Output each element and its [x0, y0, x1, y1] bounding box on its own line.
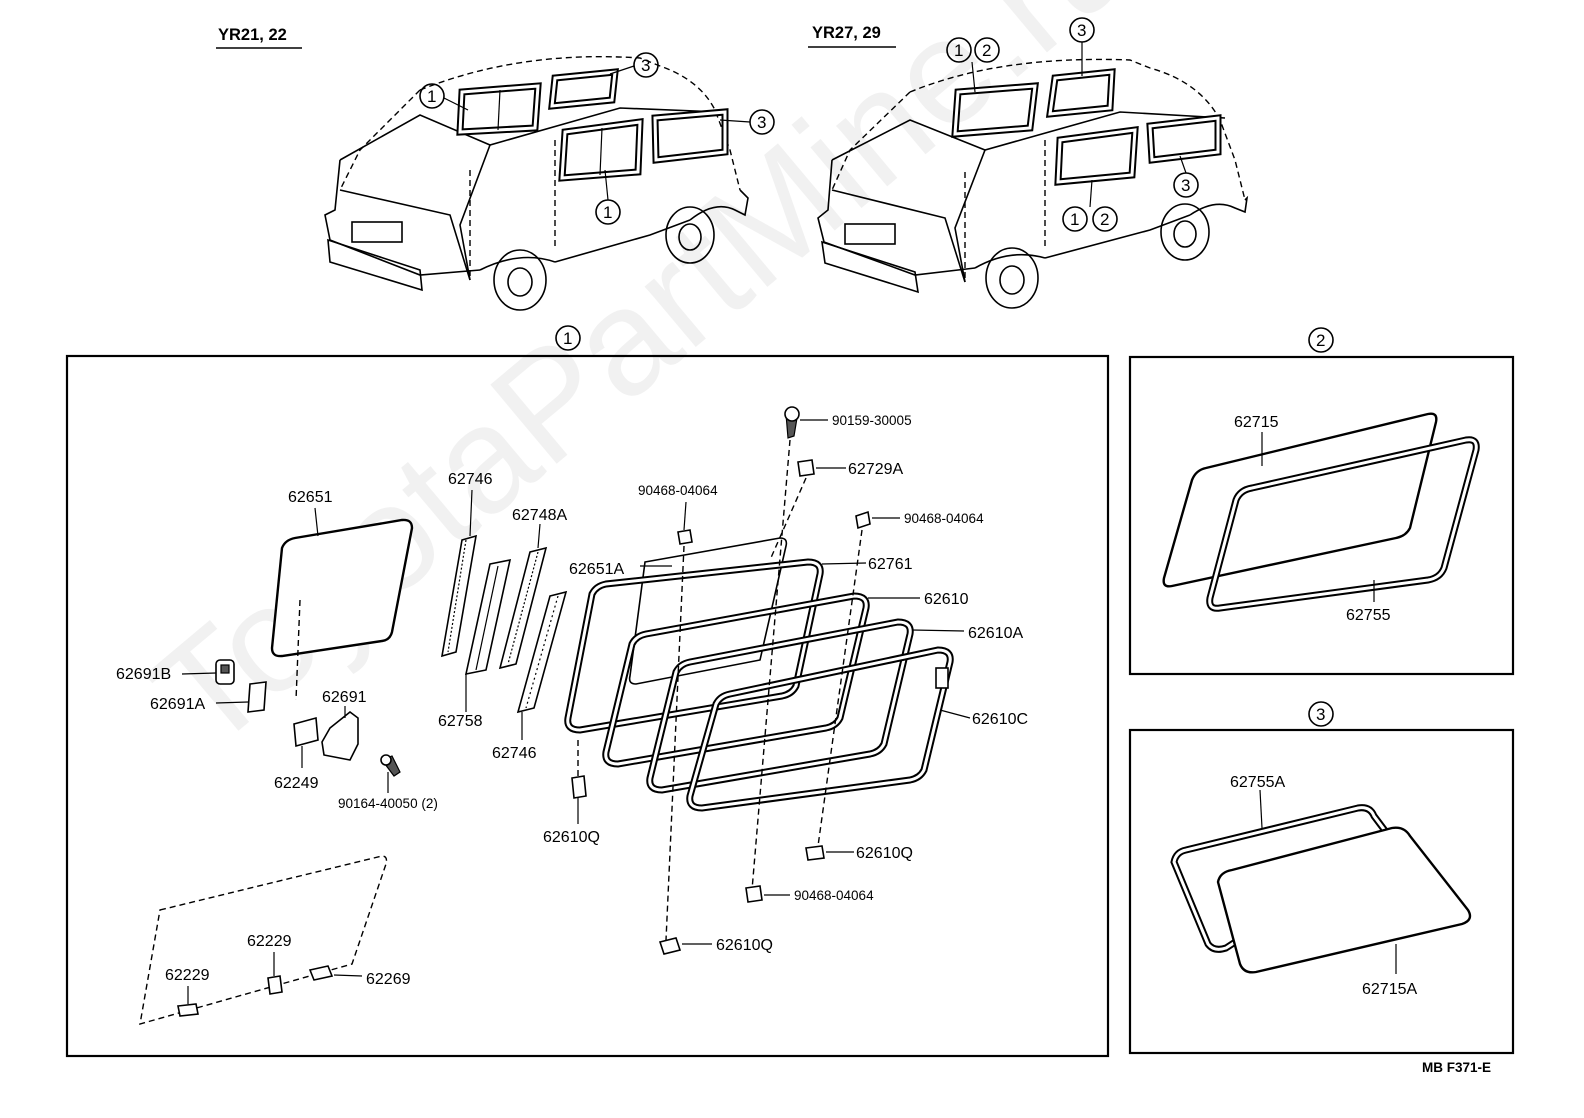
part-90164-label: 90164-40050 (2) [338, 796, 438, 811]
model-label-left: YR21, 22 [218, 26, 287, 44]
part-62755-label: 62755 [1346, 607, 1391, 624]
part-90468-bottom-label: 90468-04064 [794, 888, 874, 903]
model-label-right: YR27, 29 [812, 24, 881, 42]
part-62610Q-right-label: 62610Q [856, 845, 913, 862]
part-62755A-label: 62755A [1230, 774, 1285, 791]
part-62229-left-label: 62229 [165, 967, 210, 984]
part-62610Q-left-label: 62610Q [543, 829, 600, 846]
part-62229-mid-label: 62229 [247, 933, 292, 950]
part-62651-label: 62651 [288, 489, 333, 506]
part-62761-label: 62761 [868, 556, 913, 573]
callout-3: 3 [641, 56, 650, 75]
callout-3: 3 [757, 113, 766, 132]
part-62651A-label: 62651A [569, 561, 624, 578]
part-62748A-label: 62748A [512, 507, 567, 524]
section-1: 1 62651 62691B 62691A 62691 62249 [65, 325, 1110, 1058]
part-62691B-label: 62691B [116, 666, 171, 683]
part-90159-label: 90159-30005 [832, 413, 912, 428]
part-62715-label: 62715 [1234, 414, 1279, 431]
part-62758-label: 62758 [438, 713, 483, 730]
callout-1: 1 [954, 41, 963, 60]
part-62729A-label: 62729A [848, 461, 903, 478]
part-62715A-label: 62715A [1362, 981, 1417, 998]
part-62691-label: 62691 [322, 689, 367, 706]
part-62269-label: 62269 [366, 971, 411, 988]
section-2-marker: 2 [1316, 331, 1325, 350]
callout-3: 3 [1077, 21, 1086, 40]
section-3: 3 62755A 62715A [1128, 701, 1515, 1055]
callout-3: 3 [1181, 176, 1190, 195]
van-illustration-right: YR27, 29 [808, 17, 1249, 309]
part-62610Q-bottom-label: 62610Q [716, 937, 773, 954]
part-62691A-label: 62691A [150, 696, 205, 713]
part-90468-right-label: 90468-04064 [904, 511, 984, 526]
part-62249-label: 62249 [274, 775, 319, 792]
callout-1: 1 [603, 203, 612, 222]
part-90468-top-label: 90468-04064 [638, 483, 718, 498]
callout-2: 2 [982, 41, 991, 60]
part-62610-label: 62610 [924, 591, 969, 608]
van-illustration-left: YR21, 22 [216, 26, 775, 311]
section-1-marker: 1 [563, 329, 572, 348]
part-62746-top-label: 62746 [448, 471, 493, 488]
callout-1: 1 [1070, 210, 1079, 229]
callout-1: 1 [427, 87, 436, 106]
section-2: 2 62715 62755 [1128, 327, 1515, 676]
part-62610A-label: 62610A [968, 625, 1023, 642]
diagram-code: MB F371-E [1422, 1060, 1491, 1075]
section-3-marker: 3 [1316, 705, 1325, 724]
callout-2: 2 [1100, 210, 1109, 229]
part-62746-bottom-label: 62746 [492, 745, 537, 762]
part-62610C-label: 62610C [972, 711, 1028, 728]
